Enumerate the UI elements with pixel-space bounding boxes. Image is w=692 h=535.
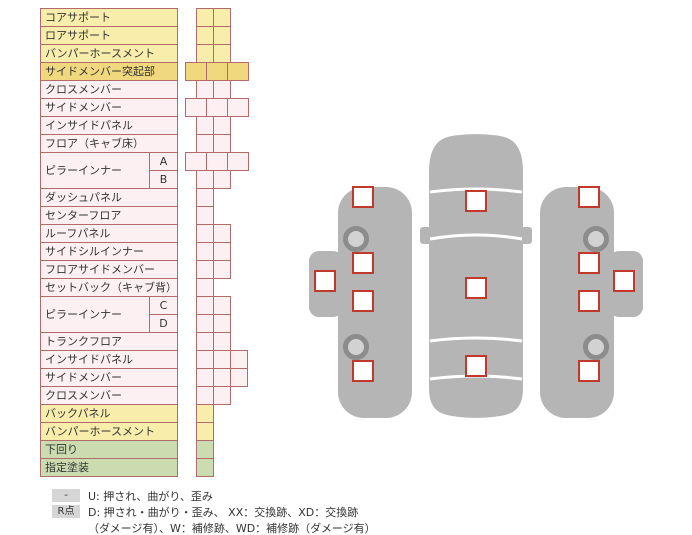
damage-checkbox[interactable] — [213, 260, 231, 279]
damage-cells — [196, 386, 231, 405]
table-row: クロスメンバー — [40, 386, 249, 405]
diagram-checkbox[interactable] — [613, 270, 635, 292]
part-label: ロアサポート — [40, 26, 178, 45]
diagram-checkbox[interactable] — [314, 270, 336, 292]
table-row: トランクフロア — [40, 332, 249, 351]
damage-cells — [196, 368, 248, 387]
diagram-checkbox[interactable] — [465, 355, 487, 377]
damage-cells — [185, 98, 249, 117]
diagram-checkbox[interactable] — [578, 360, 600, 382]
part-label: セットバック（キャブ背） — [40, 278, 178, 297]
damage-cells — [196, 350, 248, 369]
damage-checkbox[interactable] — [227, 98, 249, 117]
part-label: バンパーホースメント — [40, 422, 178, 441]
part-label: バンパーホースメント — [40, 44, 178, 63]
wheel-icon — [343, 334, 369, 360]
pillar-sub-label: A — [149, 152, 178, 171]
table-row: ロアサポート — [40, 26, 249, 45]
damage-checkbox[interactable] — [196, 458, 214, 477]
table-row: サイドシルインナー — [40, 242, 249, 261]
pillar-subrow: C — [149, 296, 231, 315]
part-label: サイドメンバー突起部 — [40, 62, 178, 81]
diagram-checkbox[interactable] — [578, 290, 600, 312]
table-row: サイドメンバー突起部 — [40, 62, 249, 81]
damage-cells — [196, 80, 231, 99]
damage-cells — [196, 170, 231, 189]
table-row: サイドメンバー — [40, 368, 249, 387]
diagram-checkbox[interactable] — [465, 190, 487, 212]
damage-cells — [196, 134, 231, 153]
table-row: セットバック（キャブ背） — [40, 278, 249, 297]
table-row: バンパーホースメント — [40, 44, 249, 63]
part-label: サイドシルインナー — [40, 242, 178, 261]
table-row: サイドメンバー — [40, 98, 249, 117]
damage-checkbox[interactable] — [227, 152, 249, 171]
legend-text-d: D: 押され・曲がり・歪み、 XX：交換跡、XD：交換跡 — [88, 505, 359, 519]
diagram-checkbox[interactable] — [578, 186, 600, 208]
legend-badge-rpoint: R点 — [52, 505, 80, 518]
damage-checkbox[interactable] — [213, 386, 231, 405]
legend-text-continued: （ダメージ有）、W：補修跡、WD：補修跡（ダメージ有） — [88, 521, 376, 535]
legend: - U: 押され、曲がり、歪み R点 D: 押され・曲がり・歪み、 XX：交換跡… — [52, 488, 376, 535]
diagram-checkbox[interactable] — [352, 290, 374, 312]
diagram-checkbox[interactable] — [352, 252, 374, 274]
damage-cells — [196, 260, 231, 279]
table-row: バンパーホースメント — [40, 422, 249, 441]
part-label: インサイドパネル — [40, 350, 178, 369]
wheel-icon — [583, 226, 609, 252]
damage-checkbox[interactable] — [213, 170, 231, 189]
part-label: サイドメンバー — [40, 98, 178, 117]
table-row: ルーフパネル — [40, 224, 249, 243]
legend-row-u: - U: 押され、曲がり、歪み — [52, 488, 376, 503]
damage-cells — [196, 332, 231, 351]
part-label: 指定塗装 — [40, 458, 178, 477]
damage-checkbox[interactable] — [230, 368, 248, 387]
pillar-subrow: D — [149, 314, 231, 333]
table-row: インサイドパネル — [40, 350, 249, 369]
legend-row-continued: （ダメージ有）、W：補修跡、WD：補修跡（ダメージ有） — [88, 520, 376, 535]
legend-badge-dash: - — [52, 489, 80, 502]
damage-cells — [196, 26, 231, 45]
table-row: 指定塗装 — [40, 458, 249, 477]
wheel-icon — [583, 334, 609, 360]
part-label: サイドメンバー — [40, 368, 178, 387]
legend-text-u: U: 押され、曲がり、歪み — [88, 489, 213, 503]
table-row: クロスメンバー — [40, 80, 249, 99]
table-row: コアサポート — [40, 8, 249, 27]
damage-checkbox[interactable] — [227, 62, 249, 81]
damage-cells — [196, 44, 231, 63]
diagram-checkbox[interactable] — [578, 252, 600, 274]
diagram-checkbox[interactable] — [465, 277, 487, 299]
diagram-checkbox[interactable] — [352, 360, 374, 382]
wheel-icon — [343, 226, 369, 252]
pillar-sub-label: D — [149, 314, 178, 333]
legend-row-rpoint: R点 D: 押され・曲がり・歪み、 XX：交換跡、XD：交換跡 — [52, 504, 376, 519]
damage-cells — [196, 224, 231, 243]
parts-table: コアサポートロアサポートバンパーホースメントサイドメンバー突起部クロスメンバーサ… — [40, 8, 249, 477]
damage-cells — [185, 62, 249, 81]
damage-cells — [196, 458, 214, 477]
diagram-checkbox[interactable] — [352, 186, 374, 208]
damage-cells — [196, 242, 231, 261]
